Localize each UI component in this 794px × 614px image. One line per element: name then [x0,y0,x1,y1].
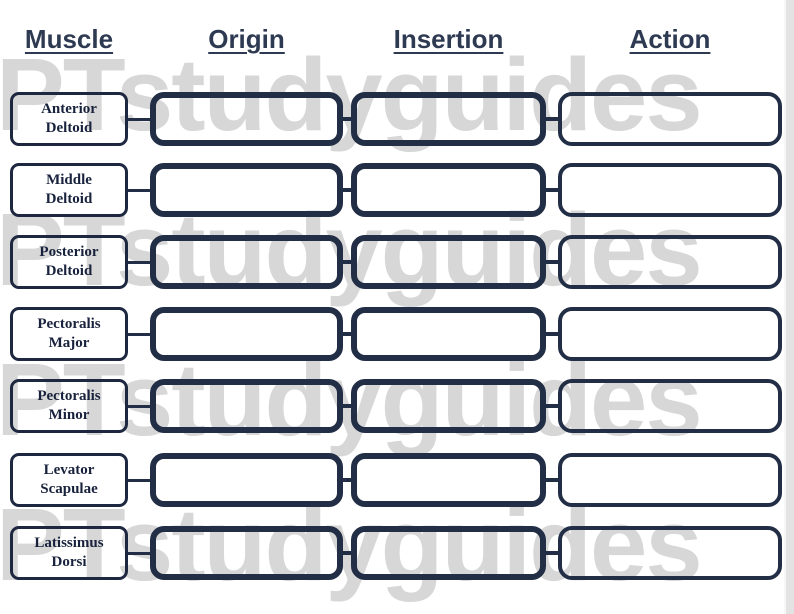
muscle-label: Posterior Deltoid [39,243,99,280]
action-blank-box [558,163,782,217]
muscle-label: Pectoralis Minor [37,387,101,424]
header-label: Action [629,24,711,54]
connector-line [341,188,353,192]
origin-blank-box [150,526,343,580]
muscle-label: Anterior Deltoid [41,100,97,137]
connector-line [128,405,152,408]
action-blank-box [558,92,782,146]
connector-line [128,479,152,482]
action-blank-box [558,307,782,361]
header-label: Insertion [393,24,504,54]
connector-line [544,260,560,264]
header-label: Origin [208,24,285,54]
page-edge [784,0,794,614]
origin-blank-box [150,235,343,289]
connector-line [341,478,353,482]
column-header-muscle: Muscle [10,24,128,60]
connector-line [341,332,353,336]
table-row: Levator Scapulae [0,453,794,507]
connector-line [544,188,560,192]
connector-line [341,404,353,408]
column-header-insertion: Insertion [351,24,546,60]
insertion-blank-box [351,163,546,217]
origin-blank-box [150,163,343,217]
origin-blank-box [150,453,343,507]
connector-line [128,189,152,192]
connector-line [128,552,152,555]
muscle-box: Pectoralis Minor [10,379,128,433]
table-row: Anterior Deltoid [0,92,794,146]
insertion-blank-box [351,379,546,433]
connector-line [544,332,560,336]
insertion-blank-box [351,92,546,146]
action-blank-box [558,453,782,507]
table-row: Pectoralis Minor [0,379,794,433]
action-blank-box [558,235,782,289]
connector-line [128,333,152,336]
connector-line [544,478,560,482]
muscle-box: Pectoralis Major [10,307,128,361]
connector-line [544,404,560,408]
column-header-action: Action [558,24,782,60]
action-blank-box [558,379,782,433]
origin-blank-box [150,307,343,361]
connector-line [544,551,560,555]
table-row: Latissimus Dorsi [0,526,794,580]
origin-blank-box [150,379,343,433]
insertion-blank-box [351,307,546,361]
muscle-label: Pectoralis Major [37,315,101,352]
muscle-box: Posterior Deltoid [10,235,128,289]
origin-blank-box [150,92,343,146]
connector-line [128,261,152,264]
insertion-blank-box [351,526,546,580]
table-row: Middle Deltoid [0,163,794,217]
connector-line [544,117,560,121]
muscle-box: Anterior Deltoid [10,92,128,146]
connector-line [341,551,353,555]
muscle-box: Levator Scapulae [10,453,128,507]
insertion-blank-box [351,235,546,289]
insertion-blank-box [351,453,546,507]
column-header-origin: Origin [150,24,343,60]
muscle-label: Levator Scapulae [40,461,98,498]
muscle-box: Latissimus Dorsi [10,526,128,580]
action-blank-box [558,526,782,580]
table-row: Posterior Deltoid [0,235,794,289]
muscle-label: Middle Deltoid [45,171,93,208]
connector-line [341,260,353,264]
muscle-label: Latissimus Dorsi [34,534,104,571]
connector-line [128,118,152,121]
connector-line [341,117,353,121]
muscle-box: Middle Deltoid [10,163,128,217]
header-label: Muscle [24,24,114,54]
table-row: Pectoralis Major [0,307,794,361]
